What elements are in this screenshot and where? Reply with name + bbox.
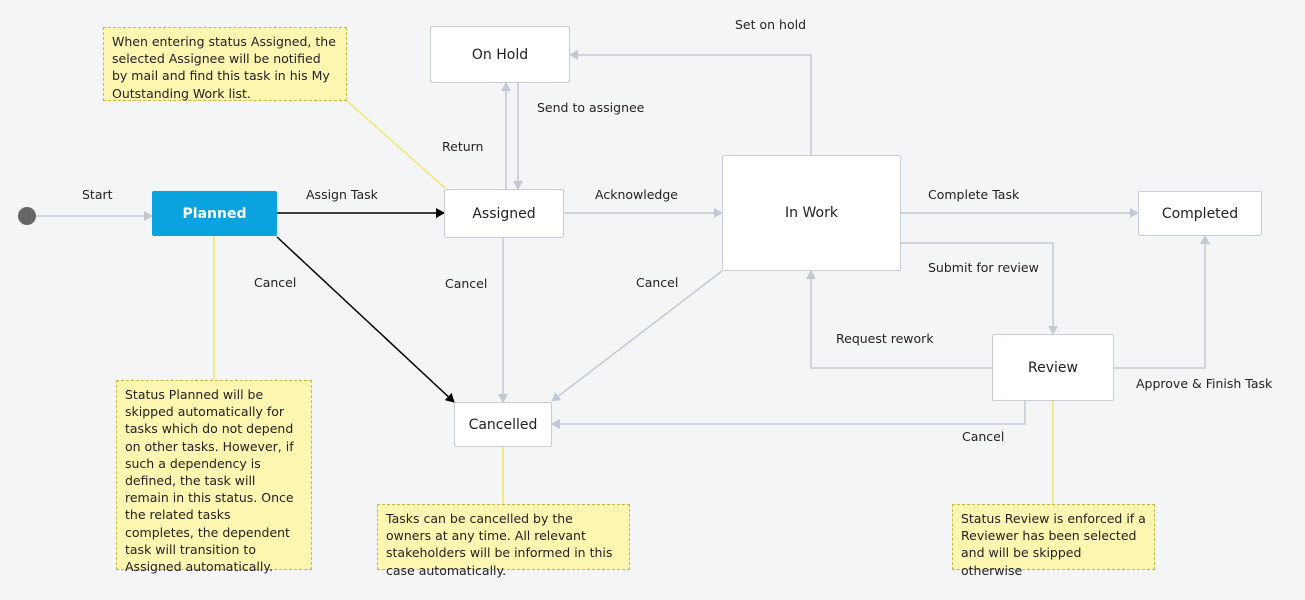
state-review[interactable]: Review	[992, 334, 1114, 401]
label-approve-finish: Approve & Finish Task	[1136, 376, 1273, 391]
edge-set-on-hold	[569, 50, 812, 155]
note-assigned: When entering status Assigned, the selec…	[103, 27, 347, 101]
edge-request-rework	[806, 270, 992, 369]
edge-cancel-in-work	[551, 270, 723, 402]
label-cancel-in-work: Cancel	[636, 275, 679, 290]
label-return: Return	[442, 139, 484, 154]
label-request-rework: Request rework	[836, 331, 934, 346]
note-cancelled: Tasks can be cancelled by the owners at …	[377, 504, 630, 578]
state-planned[interactable]: Planned	[152, 191, 277, 236]
note-connector-assigned	[346, 100, 446, 189]
edge-cancel-planned	[276, 236, 455, 403]
label-assign-task: Assign Task	[306, 187, 378, 202]
note-planned: Status Planned will be skipped automatic…	[116, 380, 312, 574]
label-cancel-review: Cancel	[962, 429, 1005, 444]
label-submit-for-review: Submit for review	[928, 260, 1039, 275]
label-send-to-assignee: Send to assignee	[537, 100, 645, 115]
label-set-on-hold: Set on hold	[735, 17, 807, 32]
label-cancel-assigned: Cancel	[445, 276, 488, 291]
label-cancel-planned: Cancel	[254, 275, 297, 290]
note-review: Status Review is enforced if a Reviewer …	[952, 504, 1155, 578]
edge-approve-finish	[1114, 235, 1210, 369]
edge-cancel-review	[551, 401, 1026, 429]
state-assigned[interactable]: Assigned	[444, 189, 564, 238]
label-acknowledge: Acknowledge	[595, 187, 678, 202]
edge-submit-for-review	[901, 242, 1058, 335]
state-in-work[interactable]: In Work	[722, 155, 901, 271]
start-node	[18, 207, 36, 225]
state-on-hold[interactable]: On Hold	[430, 26, 570, 83]
state-completed[interactable]: Completed	[1138, 191, 1262, 236]
label-complete-task: Complete Task	[928, 187, 1020, 202]
label-start: Start	[82, 187, 113, 202]
state-cancelled[interactable]: Cancelled	[454, 402, 552, 447]
